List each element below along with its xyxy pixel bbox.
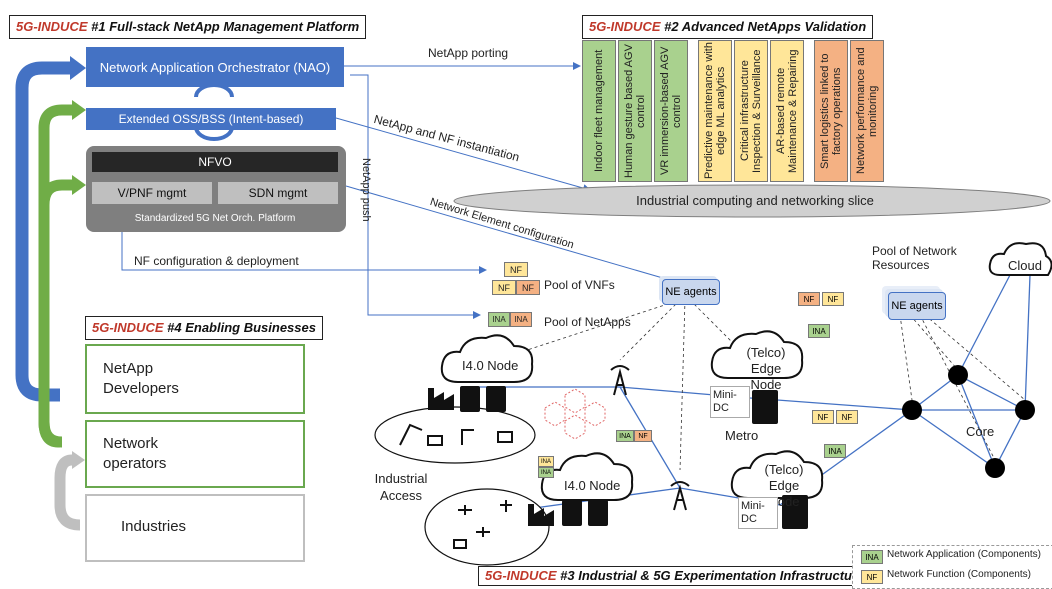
nf-chip: NF xyxy=(798,292,820,306)
business-netapp-developers[interactable]: NetApp Developers xyxy=(85,344,305,414)
dashed-control-links xyxy=(511,299,1026,471)
cloud-label: Cloud xyxy=(1008,258,1042,273)
pool-netapps-label: Pool of NetApps xyxy=(544,315,631,329)
section-4-tag: 5G-INDUCE xyxy=(92,320,164,335)
access-ellipse-1 xyxy=(374,406,536,464)
i40-node-label-1: I4.0 Node xyxy=(462,358,519,373)
business-feedback-arrows xyxy=(15,56,86,531)
i40-node-label-2: I4.0 Node xyxy=(564,478,621,493)
slice-ellipse xyxy=(453,184,1051,218)
cloud-shapes xyxy=(440,242,1052,501)
legend: INA Network Application (Components) NF … xyxy=(852,545,1052,589)
section-2-title: #2 Advanced NetApps Validation xyxy=(664,19,867,34)
legend-ina-label: Network Application (Components) xyxy=(887,549,1041,560)
netapp-box[interactable]: VR immersion-based AGV control xyxy=(654,40,688,182)
legend-ina-chip: INA xyxy=(861,550,883,564)
antenna-icon xyxy=(610,365,690,511)
vpnf-mgmt-label: V/PNF mgmt xyxy=(117,186,187,200)
ina-chip: INA xyxy=(488,312,510,327)
mini-dc-label-1: Mini-DC xyxy=(710,386,750,418)
ne-agents-label: NE agents xyxy=(665,286,717,298)
business-industries[interactable]: Industries xyxy=(85,494,305,562)
std-platform-label-box: Standardized 5G Net Orch. Platform xyxy=(92,208,338,228)
access-ellipse-2 xyxy=(424,488,550,566)
sdn-mgmt-label: SDN mgmt xyxy=(248,186,308,200)
legend-nf-chip: NF xyxy=(861,570,883,584)
business-industries-label: Industries xyxy=(121,518,187,535)
ina-chip: INA xyxy=(824,444,846,458)
nf-chip: NF xyxy=(492,280,516,295)
ne-agents-box[interactable]: NE agents xyxy=(662,279,720,305)
core-label: Core xyxy=(966,424,995,439)
ina-chip: INA xyxy=(808,324,830,338)
netapp-box[interactable]: Human gesture based AGV control xyxy=(618,40,652,182)
flow-porting-label: NetApp porting xyxy=(428,46,509,60)
section-1-tag: 5G-INDUCE xyxy=(16,19,88,34)
netapp-box[interactable]: Smart logistics linked to factory operat… xyxy=(814,40,848,182)
pool-network-resources-label: Pool of Network Resources xyxy=(872,244,957,272)
nf-chip: NF xyxy=(516,280,540,295)
industrial-robot-icon xyxy=(399,423,513,549)
pool-vnfs-label: Pool of VNFs xyxy=(544,278,615,292)
oss-bss-label: Extended OSS/BSS (Intent-based) xyxy=(118,112,304,126)
section-3-title: #3 Industrial & 5G Experimentation Infra… xyxy=(560,568,865,583)
section-2-header: 5G-INDUCE #2 Advanced NetApps Validation xyxy=(582,15,874,39)
business-network-operators-label: Network operators xyxy=(103,435,167,472)
ina-chip: INA xyxy=(538,467,554,478)
nao-box[interactable]: Network Application Orchestrator (NAO) xyxy=(86,47,344,87)
section-4-header: 5G-INDUCE #4 Enabling Businesses xyxy=(85,316,323,340)
core-nodes xyxy=(902,365,1035,478)
nf-chip: NF xyxy=(822,292,844,306)
small-cells xyxy=(544,388,606,440)
netapp-box[interactable]: Indoor fleet management xyxy=(582,40,616,182)
nf-chip: NF xyxy=(812,410,834,424)
orch-platform: NFVO V/PNF mgmt SDN mgmt Standardized 5G… xyxy=(86,146,346,232)
oss-bss-box[interactable]: Extended OSS/BSS (Intent-based) xyxy=(86,108,336,130)
metro-label: Metro xyxy=(725,428,759,443)
slice-label: Industrial computing and networking slic… xyxy=(636,193,874,208)
netapp-box[interactable]: Critical infrastructure Inspection & Sur… xyxy=(734,40,768,182)
section-2-tag: 5G-INDUCE xyxy=(589,19,661,34)
nfvo-label: NFVO xyxy=(198,155,232,169)
netapp-box[interactable]: AR-based remote Maintenance & Repairing xyxy=(770,40,804,182)
netapp-chip-stack: INA INA xyxy=(488,312,548,332)
flow-nf-config-label: NF configuration & deployment xyxy=(134,254,299,268)
server-icon xyxy=(460,386,808,529)
nfvo-box[interactable]: NFVO xyxy=(92,152,338,172)
section-4-title: #4 Enabling Businesses xyxy=(167,320,316,335)
ina-chip: INA xyxy=(616,430,634,442)
business-netapp-developers-label: NetApp Developers xyxy=(103,360,179,397)
nao-label: Network Application Orchestrator (NAO) xyxy=(99,59,331,75)
flow-lines xyxy=(121,62,681,319)
ina-chip: INA xyxy=(510,312,532,327)
section-3-header: 5G-INDUCE #3 Industrial & 5G Experimenta… xyxy=(478,566,872,586)
vpnf-mgmt-box[interactable]: V/PNF mgmt xyxy=(92,182,212,204)
ne-agents-box-2[interactable]: NE agents xyxy=(888,292,946,320)
flow-push-label: NetApp push xyxy=(360,158,372,222)
industrial-access-label: Industrial Access xyxy=(374,471,428,503)
sdn-mgmt-box[interactable]: SDN mgmt xyxy=(218,182,338,204)
ina-chip: INA xyxy=(538,456,554,467)
nf-chip: NF xyxy=(504,262,528,277)
ne-agents-label-2: NE agents xyxy=(891,300,943,312)
netapp-box[interactable]: Network performance and monitoring xyxy=(850,40,884,182)
legend-nf-label: Network Function (Components) xyxy=(887,569,1031,580)
section-1-title: #1 Full-stack NetApp Management Platform xyxy=(91,19,360,34)
mini-dc-label-2: Mini-DC xyxy=(738,497,778,529)
nf-chip: NF xyxy=(634,430,652,442)
section-1-header: 5G-INDUCE #1 Full-stack NetApp Managemen… xyxy=(9,15,367,39)
business-network-operators[interactable]: Network operators xyxy=(85,420,305,488)
vnf-chip-stack: NF NF NF xyxy=(492,262,544,298)
netapp-box[interactable]: Predictive maintenance with edge ML anal… xyxy=(698,40,732,182)
edge-node-label-1: (Telco) Edge Node xyxy=(746,345,786,392)
std-platform-label: Standardized 5G Net Orch. Platform xyxy=(134,212,296,224)
nf-chip: NF xyxy=(836,410,858,424)
section-3-tag: 5G-INDUCE xyxy=(485,568,557,583)
